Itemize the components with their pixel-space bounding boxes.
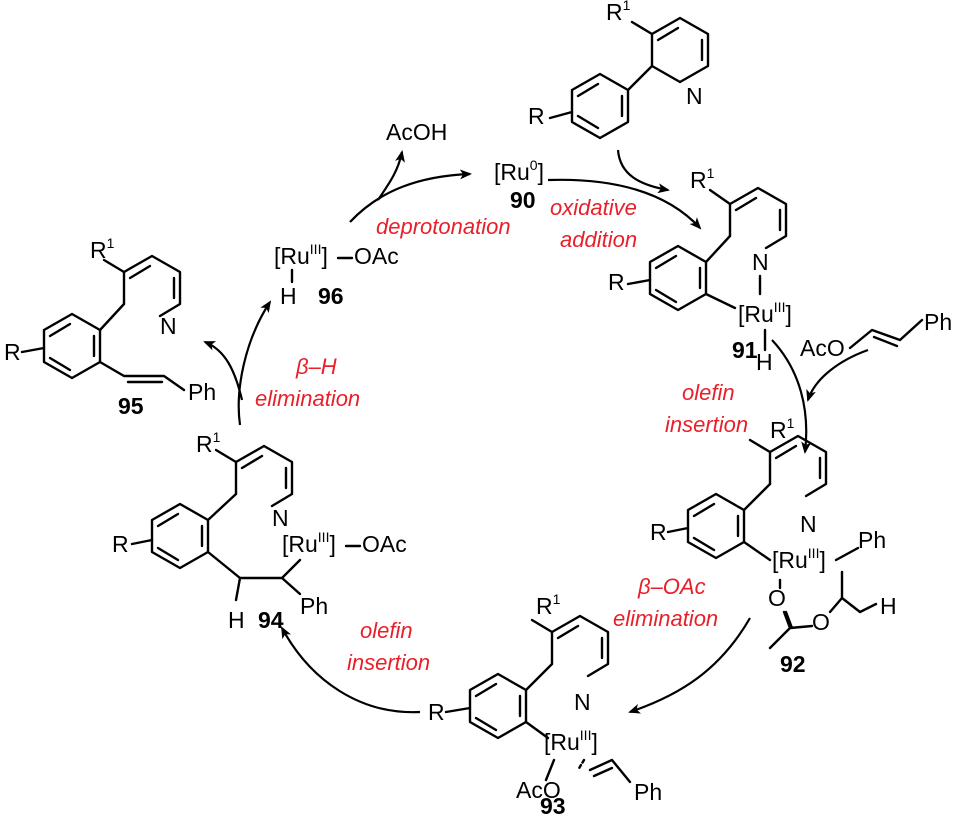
svg-text:N: N <box>160 313 177 339</box>
substrate-phenylpyridine: R1 N R <box>528 0 710 140</box>
svg-text:N: N <box>800 511 817 537</box>
svg-text:[Ru0]: [Ru0] <box>494 157 544 185</box>
svg-text:R1: R1 <box>690 165 715 193</box>
step-deprotonation: deprotonation <box>376 214 511 239</box>
compound-96: [RuIII] OAc H 96 <box>274 241 399 309</box>
step-beta-oac-line2: elimination <box>613 606 718 631</box>
svg-text:R: R <box>650 519 667 545</box>
svg-text:N: N <box>752 249 769 275</box>
step-beta-h-line1: β–H <box>295 354 337 379</box>
svg-text:R: R <box>528 103 545 129</box>
acoh-byproduct: AcOH <box>386 119 447 145</box>
ru-92: [Ru <box>772 547 808 573</box>
ru-94: [Ru <box>282 531 318 557</box>
arrow-acoh-release <box>377 150 405 201</box>
arrow-product-release <box>203 340 244 401</box>
svg-text:Ph: Ph <box>858 527 886 553</box>
svg-text:AcO: AcO <box>800 335 845 361</box>
compound-number-95: 95 <box>118 393 144 419</box>
compound-number-92: 92 <box>780 651 806 677</box>
compound-number-94: 94 <box>258 607 284 633</box>
ru-93: [Ru <box>544 729 580 755</box>
step-oxidative-addition-line1: oxidative <box>550 195 637 220</box>
svg-text:[RuIII]: [RuIII] <box>282 529 336 557</box>
svg-text:O: O <box>812 609 830 635</box>
ru0-label: [Ru <box>494 159 530 185</box>
arrow-90-to-91 <box>547 178 702 230</box>
step-olefin-insertion-2-line2: insertion <box>347 650 430 675</box>
svg-text:R1: R1 <box>196 429 221 457</box>
step-oxidative-addition-line2: addition <box>560 227 637 252</box>
svg-text:R1: R1 <box>90 235 115 263</box>
step-beta-oac-line1: β–OAc <box>637 574 706 599</box>
step-beta-h-line2: elimination <box>255 386 360 411</box>
compound-94: R1 N R [RuIII] OAc H Ph 94 <box>112 429 407 633</box>
svg-text:R: R <box>608 269 625 295</box>
arrow-93-to-94 <box>281 626 421 714</box>
svg-text:[RuIII]: [RuIII] <box>772 545 826 573</box>
svg-text:O: O <box>768 585 786 611</box>
svg-text:OAc: OAc <box>362 531 407 557</box>
arrow-substrate-entry <box>616 149 670 194</box>
svg-text:OAc: OAc <box>354 243 399 269</box>
compound-number-91: 91 <box>732 337 758 363</box>
arrow-96-to-90 <box>349 169 472 223</box>
svg-text:[RuIII]: [RuIII] <box>274 241 328 269</box>
ru0-charge: 0 <box>530 157 538 173</box>
svg-text:H: H <box>280 283 297 309</box>
step-olefin-insertion-2-line1: olefin <box>360 618 413 643</box>
cycle-arrows <box>203 149 869 714</box>
svg-text:Ph: Ph <box>924 309 952 335</box>
compound-number-93: 93 <box>540 793 566 819</box>
compound-93: R1 N R [RuIII] AcO Ph 93 <box>428 591 662 819</box>
arrow-94-to-96 <box>237 300 272 426</box>
svg-text:N: N <box>686 83 703 109</box>
svg-text:Ph: Ph <box>634 779 662 805</box>
svg-text:[RuIII]: [RuIII] <box>738 299 792 327</box>
ru0-close: ] <box>538 159 544 185</box>
svg-text:[RuIII]: [RuIII] <box>544 727 598 755</box>
arrow-91-to-92 <box>771 339 812 454</box>
compound-95: R1 N R Ph 95 <box>4 235 216 419</box>
svg-text:H: H <box>880 593 897 619</box>
svg-text:R1: R1 <box>536 591 561 619</box>
svg-text:AcO: AcO <box>516 777 561 803</box>
arrow-92-to-93 <box>628 617 751 714</box>
svg-text:R: R <box>112 531 129 557</box>
compound-91: R1 N R [RuIII] H 91 <box>608 165 792 375</box>
step-olefin-insertion-1-line2: insertion <box>665 412 748 437</box>
svg-text:R: R <box>4 339 21 365</box>
ru-91: [Ru <box>738 301 774 327</box>
svg-text:R: R <box>428 699 445 725</box>
ru-96: [Ru <box>274 243 310 269</box>
svg-text:R1: R1 <box>606 0 631 25</box>
svg-text:R1: R1 <box>770 415 795 443</box>
reagent-enol-acetate: AcO Ph <box>800 309 952 361</box>
step-labels: deprotonation oxidative addition olefin … <box>255 195 748 675</box>
svg-text:Ph: Ph <box>300 593 328 619</box>
svg-text:N: N <box>574 689 591 715</box>
arrow-reagent-entry <box>806 348 869 402</box>
svg-text:Ph: Ph <box>188 379 216 405</box>
compound-92: R1 N R [RuIII] Ph H O O 92 <box>650 415 897 677</box>
compound-90: [Ru0] 90 <box>494 157 544 213</box>
svg-text:H: H <box>756 349 773 375</box>
compound-number-90: 90 <box>510 187 536 213</box>
svg-text:N: N <box>272 505 289 531</box>
compound-number-96: 96 <box>318 283 344 309</box>
step-olefin-insertion-1-line1: olefin <box>682 380 735 405</box>
svg-text:H: H <box>228 607 245 633</box>
